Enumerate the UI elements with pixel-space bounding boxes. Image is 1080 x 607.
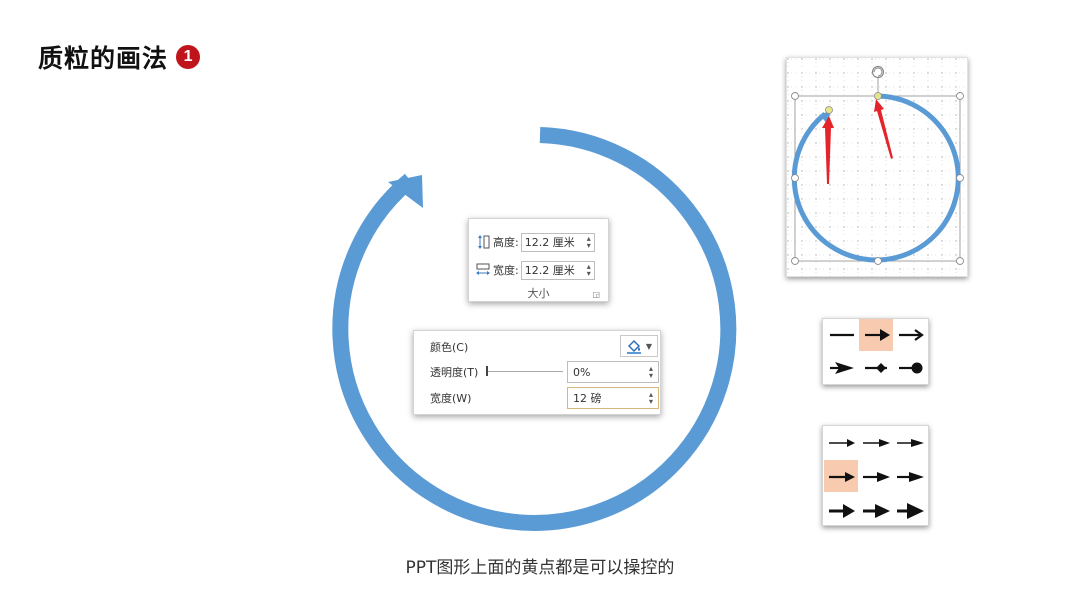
ring-arrowhead (388, 175, 423, 208)
transparency-slider-thumb[interactable] (486, 366, 488, 376)
resize-handles[interactable] (791, 92, 964, 265)
transparency-value: 0% (573, 365, 591, 379)
arrow-type-diamond[interactable] (876, 363, 886, 373)
transparency-input[interactable]: 0% ▴▾ (567, 361, 659, 383)
dialog-launcher-icon[interactable]: ◲ (592, 290, 600, 299)
selected-arc-svg (787, 58, 969, 278)
red-pointer-arrow-right (874, 99, 893, 159)
arrow-type-options (830, 329, 924, 374)
arrow-type-triangle[interactable] (880, 329, 890, 341)
arrow-type-open[interactable] (914, 329, 924, 341)
height-input[interactable]: 12.2 厘米 ▴▾ (520, 232, 595, 252)
line-width-input[interactable]: 12 磅 ▴▾ (567, 387, 659, 409)
width-value: 12.2 厘米 (524, 264, 575, 277)
arrow-size-options (829, 439, 924, 519)
selected-arc-diagram (786, 57, 969, 278)
rotate-handle-icon[interactable] (871, 65, 885, 79)
arrow-type-oval[interactable] (911, 362, 923, 374)
height-size-icon (478, 235, 490, 249)
circular-arrow-graphic (332, 127, 737, 531)
line-format-panel: 颜色(C) ▼ 透明度(T) 0% ▴▾ 宽度(W) 12 磅 ▴▾ (413, 330, 661, 415)
red-pointer-arrow-left (822, 116, 834, 184)
size-group-label: 大小 (527, 287, 550, 300)
height-label: 高度: (493, 236, 519, 249)
width-size-icon (476, 263, 490, 275)
height-spinner-icon[interactable]: ▴▾ (586, 234, 591, 250)
line-width-spinner-icon[interactable]: ▴▾ (648, 390, 653, 406)
color-picker-button[interactable]: ▼ (620, 335, 658, 357)
width-row: 宽度: 12.2 厘米 ▴▾ (475, 260, 595, 280)
arrow-type-panel (822, 318, 929, 385)
page-title: 质粒的画法 1 (38, 40, 201, 74)
caption-text: PPT图形上面的黄点都是可以操控的 (405, 558, 675, 578)
transparency-slider-track[interactable] (487, 371, 563, 372)
arrow-type-stealth[interactable] (835, 362, 854, 374)
line-width-label: 宽度(W) (430, 392, 472, 405)
width-spinner-icon[interactable]: ▴▾ (586, 262, 591, 278)
chevron-down-icon: ▼ (645, 341, 653, 351)
width-input[interactable]: 12.2 厘米 ▴▾ (520, 260, 595, 280)
title-text: 质粒的画法 (38, 44, 169, 73)
paint-bucket-icon (626, 340, 641, 354)
width-label: 宽度: (493, 264, 519, 277)
transparency-spinner-icon[interactable]: ▴▾ (648, 364, 653, 380)
ring-arc (332, 127, 737, 531)
transparency-label: 透明度(T) (430, 366, 479, 379)
color-label: 颜色(C) (430, 341, 469, 354)
yellow-adjust-handle-end[interactable] (874, 92, 882, 100)
line-width-value: 12 磅 (573, 392, 602, 405)
arrow-size-panel (822, 425, 929, 526)
height-row: 高度: 12.2 厘米 ▴▾ (475, 232, 595, 252)
yellow-adjust-handle-start[interactable] (825, 106, 833, 114)
height-value: 12.2 厘米 (524, 236, 575, 249)
size-panel: 高度: 12.2 厘米 ▴▾ 宽度: 12.2 厘米 ▴▾ 大小 ◲ (468, 218, 609, 302)
step-number-badge: 1 (176, 45, 201, 69)
